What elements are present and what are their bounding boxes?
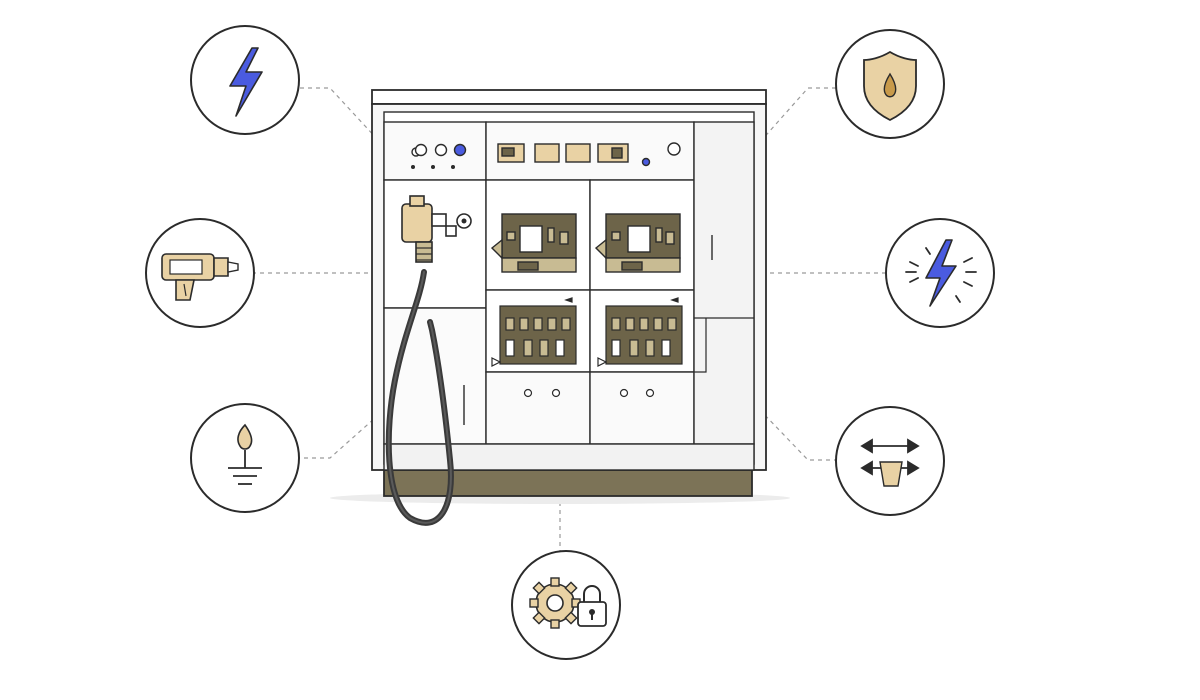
- left-column-mid-panel: [383, 179, 487, 309]
- control-indicators: [411, 143, 467, 169]
- indicator-light-2: [434, 143, 448, 157]
- indicator-light-blue: [453, 143, 467, 157]
- bottom-drawer-1: [485, 371, 591, 445]
- breaker-units: [490, 213, 681, 273]
- connector-bottom-right: [759, 409, 838, 461]
- drill-tool-icon: [145, 218, 255, 328]
- cabinet-base-strip: [383, 443, 755, 471]
- drawer-knobs: [523, 388, 655, 398]
- connector-top-left: [300, 87, 379, 141]
- terminal-block-2: [605, 305, 683, 365]
- plug-body: [401, 203, 433, 243]
- left-column-bottom-panel: [383, 307, 487, 445]
- test-plug-assembly: [385, 195, 472, 526]
- gear-icon: [529, 577, 581, 629]
- grounding-flame-icon: [190, 403, 300, 513]
- relay-module-2: [534, 143, 560, 163]
- breaker-unit-2: [594, 213, 681, 273]
- lock-icon: [577, 585, 607, 627]
- relay-indicator-blue: [641, 157, 651, 167]
- relay-indicator: [667, 142, 681, 156]
- right-column-panel: [693, 121, 755, 445]
- icon-circles: [145, 25, 995, 660]
- electric-spark-icon: [885, 218, 995, 328]
- terminal-blocks: [491, 297, 683, 367]
- gear-lock-icon: [511, 550, 621, 660]
- connector-bottom-left: [296, 409, 385, 459]
- cabinet-top-cap: [371, 89, 767, 105]
- cabinet-plinth: [383, 469, 753, 497]
- bottom-drawer-2: [589, 371, 695, 445]
- indicator-light-1: [414, 143, 428, 157]
- switchgear-cabinet: [330, 89, 790, 504]
- lightning-bolt-icon: [190, 25, 300, 135]
- terminal-block-1: [499, 305, 577, 365]
- shield-drop-icon: [835, 29, 945, 139]
- connector-top-right: [759, 87, 836, 143]
- relay-module-3: [565, 143, 591, 163]
- two-way-arrows-icon: [835, 406, 945, 516]
- breaker-unit-1: [490, 213, 577, 273]
- relay-modules: [497, 142, 681, 167]
